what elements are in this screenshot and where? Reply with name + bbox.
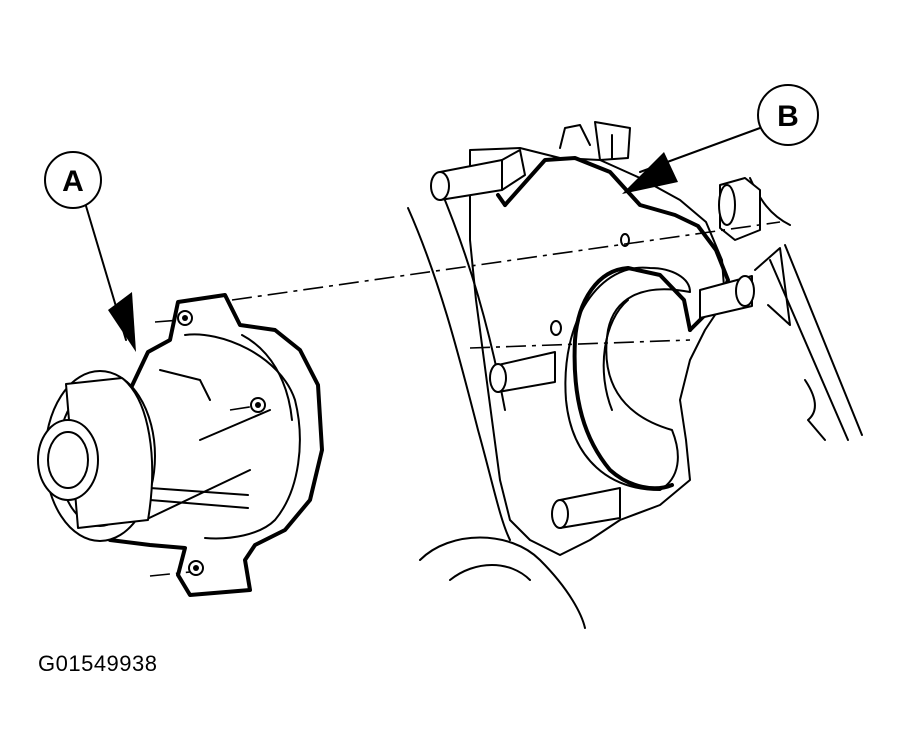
callout-b-label: B: [777, 100, 799, 133]
callout-b: B: [622, 84, 819, 194]
figure-id: G01549938: [38, 651, 158, 676]
cover-stud-right: [699, 247, 791, 326]
callout-a: A: [44, 151, 136, 352]
cover-stud-top-left: [430, 149, 526, 201]
engine-front-cover: [407, 121, 863, 629]
callout-a-arrowhead: [108, 292, 136, 352]
water-pump: [37, 293, 324, 597]
cover-stud-mid: [489, 351, 556, 393]
alignment-lines: [149, 221, 781, 577]
cover-stud-bottom: [551, 487, 621, 529]
callout-a-label: A: [62, 165, 84, 198]
cover-stud-upper-right: [718, 177, 761, 241]
callout-b-arrowhead: [622, 152, 678, 194]
